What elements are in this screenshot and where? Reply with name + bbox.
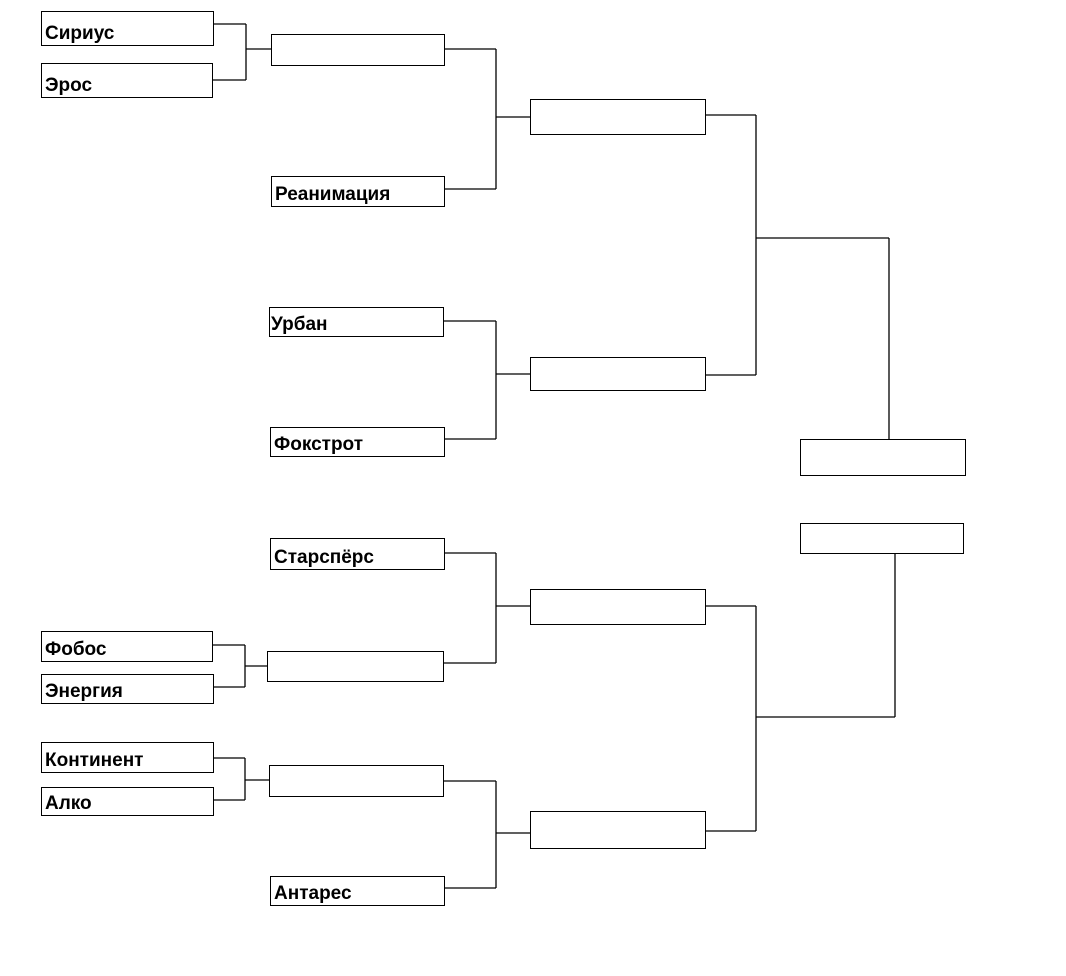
team-slot-alko: Алко xyxy=(41,787,214,816)
final-slot-top xyxy=(800,439,966,476)
team-name: Антарес xyxy=(274,883,352,904)
team-name: Урбан xyxy=(271,314,328,335)
team-name: Фобос xyxy=(45,639,107,660)
team-slot-antares: Антарес xyxy=(270,876,445,906)
team-slot-energiya: Энергия xyxy=(41,674,214,704)
team-name: Алко xyxy=(45,793,92,814)
team-slot-fobos: Фобос xyxy=(41,631,213,662)
team-slot-starspers: Старспёрс xyxy=(270,538,445,570)
empty-match-slot xyxy=(530,589,706,625)
team-name: Реанимация xyxy=(275,184,391,205)
team-name: Эрос xyxy=(45,75,93,96)
empty-match-slot xyxy=(271,34,445,66)
team-name: Старспёрс xyxy=(274,547,374,568)
empty-match-slot xyxy=(530,811,706,849)
empty-match-slot xyxy=(530,99,706,135)
empty-match-slot xyxy=(267,651,444,682)
empty-match-slot xyxy=(269,765,444,797)
team-name: Фокстрот xyxy=(274,434,363,455)
team-slot-kontinent: Континент xyxy=(41,742,214,773)
team-name: Энергия xyxy=(45,681,123,702)
team-name: Континент xyxy=(45,750,144,771)
team-slot-reanimaciya: Реанимация xyxy=(271,176,445,207)
team-slot-urban: Урбан xyxy=(269,307,444,337)
empty-match-slot xyxy=(530,357,706,391)
team-slot-fokstrot: Фокстрот xyxy=(270,427,445,457)
team-slot-eros: Эрос xyxy=(41,63,213,98)
final-slot-bottom xyxy=(800,523,964,554)
team-name: Сириус xyxy=(45,23,115,44)
team-slot-sirius: Сириус xyxy=(41,11,214,46)
